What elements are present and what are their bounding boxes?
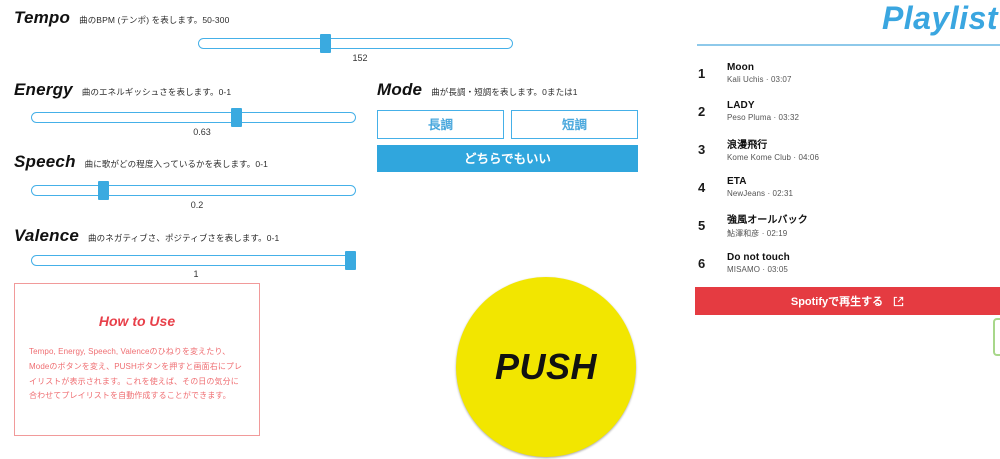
track-row[interactable]: 2 LADY Peso Pluma · 03:32 <box>697 92 997 130</box>
track-title: ETA <box>727 176 747 187</box>
track-number: 6 <box>698 255 706 271</box>
valence-description: 曲のネガティブさ、ポジティブさを表します。0-1 <box>88 233 280 243</box>
speech-header: Speech 曲に歌がどの程度入っているかを表します。0-1 <box>14 152 268 172</box>
track-title: 強風オールバック <box>727 215 808 226</box>
energy-header: Energy 曲のエネルギッシュさを表します。0-1 <box>14 80 231 100</box>
mode-label: Mode <box>377 80 423 99</box>
how-to-use-box: How to Use Tempo, Energy, Speech, Valenc… <box>14 283 260 436</box>
valence-slider-track[interactable] <box>31 255 356 266</box>
track-title: 浪漫飛行 <box>727 140 768 151</box>
track-number: 2 <box>698 103 706 119</box>
mode-minor-button[interactable]: 短調 <box>511 110 638 139</box>
tempo-description: 曲のBPM (テンポ) を表します。50-300 <box>79 15 230 25</box>
track-row[interactable]: 5 強風オールバック鮎澤和彦 · 02:19 <box>697 206 997 244</box>
external-link-icon <box>893 296 904 307</box>
track-title: Moon <box>727 62 755 73</box>
energy-slider-thumb[interactable] <box>231 108 242 127</box>
energy-description: 曲のエネルギッシュさを表します。0-1 <box>81 87 232 97</box>
energy-value: 0.63 <box>193 127 211 137</box>
playlist-divider <box>697 44 1000 46</box>
push-button-label: PUSH <box>494 346 598 387</box>
track-title: LADY <box>727 100 755 111</box>
energy-slider-track[interactable] <box>31 112 356 123</box>
tempo-value: 152 <box>352 53 368 63</box>
energy-label: Energy <box>14 80 73 99</box>
track-info: ETA NewJeans · 02:31 <box>727 176 793 198</box>
track-meta: Kali Uchis · 03:07 <box>727 75 792 84</box>
tempo-header: Tempo 曲のBPM (テンポ) を表します。50-300 <box>14 8 229 28</box>
tempo-label: Tempo <box>14 8 71 27</box>
play-on-spotify-label: Spotifyで再生する <box>790 296 884 308</box>
valence-value: 1 <box>193 269 199 279</box>
mode-description: 曲が長調・短調を表します。0または1 <box>431 87 578 97</box>
valence-label: Valence <box>14 226 80 245</box>
mode-button-row: 長調 短調 <box>377 110 638 139</box>
how-to-use-title: How to Use <box>98 313 176 329</box>
push-button[interactable]: PUSH <box>456 277 636 457</box>
track-title: Do not touch <box>727 252 790 263</box>
track-meta: Kome Kome Club · 04:06 <box>727 153 820 162</box>
track-meta: Peso Pluma · 03:32 <box>727 113 800 122</box>
play-on-spotify-button[interactable]: Spotifyで再生する <box>695 287 1000 315</box>
tempo-slider-thumb[interactable] <box>320 34 331 53</box>
edge-partial-widget[interactable] <box>993 318 1000 356</box>
mode-any-button[interactable]: どちらでもいい <box>377 145 638 172</box>
track-meta: MISAMO · 03:05 <box>727 265 788 274</box>
valence-header: Valence 曲のネガティブさ、ポジティブさを表します。0-1 <box>14 226 279 246</box>
speech-value: 0.2 <box>190 200 204 210</box>
track-info: LADY Peso Pluma · 03:32 <box>727 100 799 122</box>
speech-slider-track[interactable] <box>31 185 356 196</box>
speech-label: Speech <box>14 152 76 171</box>
track-number: 4 <box>698 179 706 195</box>
track-row[interactable]: 3 浪漫飛行 Kome Kome Club · 04:06 <box>697 130 997 168</box>
tempo-slider-track[interactable] <box>198 38 513 49</box>
track-info: 強風オールバック鮎澤和彦 · 02:19 <box>727 211 808 239</box>
mode-major-button[interactable]: 長調 <box>377 110 504 139</box>
speech-slider-thumb[interactable] <box>98 181 109 200</box>
track-meta: 鮎澤和彦 · 02:19 <box>727 229 788 238</box>
playlist-title: Playlist <box>881 0 998 36</box>
track-meta: NewJeans · 02:31 <box>727 189 794 198</box>
speech-description: 曲に歌がどの程度入っているかを表します。0-1 <box>84 159 268 169</box>
valence-slider-thumb[interactable] <box>345 251 356 270</box>
mode-header: Mode 曲が長調・短調を表します。0または1 <box>377 80 578 100</box>
track-info: 浪漫飛行 Kome Kome Club · 04:06 <box>727 136 819 162</box>
controls-panel: Tempo 曲のBPM (テンポ) を表します。50-300 152 Energ… <box>14 8 638 457</box>
track-number: 5 <box>698 217 706 233</box>
track-number: 1 <box>698 65 706 81</box>
track-number: 3 <box>698 141 706 157</box>
how-to-use-body: Tempo, Energy, Speech, Valenceのひねりを変えたり、… <box>29 347 243 401</box>
track-row[interactable]: 4 ETA NewJeans · 02:31 <box>697 168 997 206</box>
